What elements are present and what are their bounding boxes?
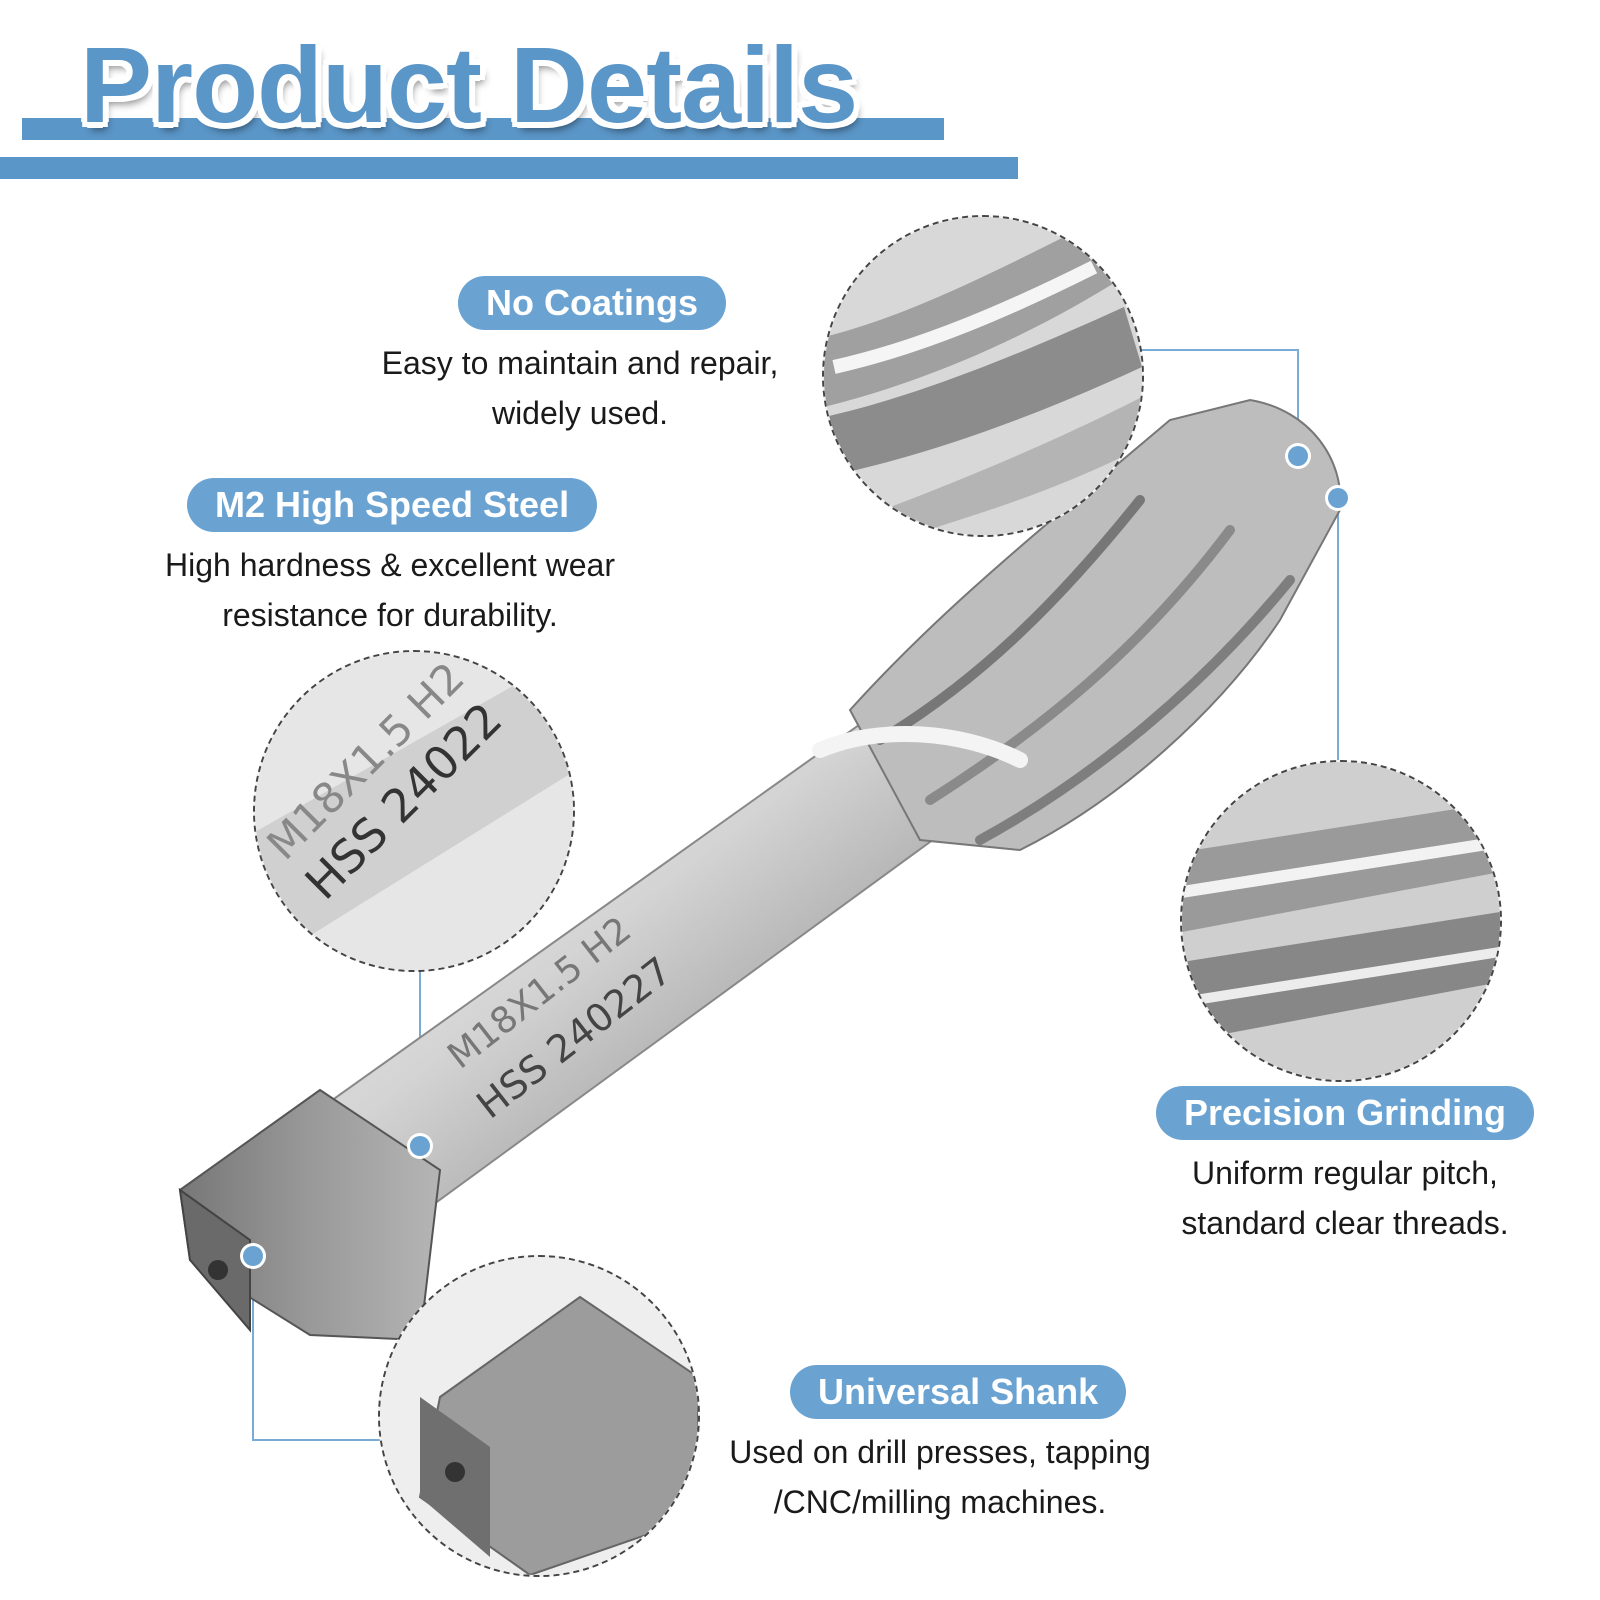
desc-line: resistance for durability. bbox=[222, 597, 558, 633]
spiral-tap-image: M18X1.5 H2 HSS 240227 bbox=[178, 398, 1342, 1342]
desc-line: Easy to maintain and repair, bbox=[381, 345, 779, 381]
desc-precision-grinding: Uniform regular pitch, standard clear th… bbox=[1110, 1148, 1580, 1248]
callout-dot-steel bbox=[410, 1136, 430, 1156]
zoom-markings: M18X1.5 H2 HSS 24022 bbox=[253, 650, 575, 972]
callout-dot-shank bbox=[243, 1246, 263, 1266]
desc-no-coatings: Easy to maintain and repair, widely used… bbox=[340, 338, 820, 438]
desc-line: widely used. bbox=[491, 395, 669, 431]
zoom-threads bbox=[1180, 760, 1502, 1082]
desc-universal-shank: Used on drill presses, tapping /CNC/mill… bbox=[690, 1427, 1190, 1527]
desc-line: Used on drill presses, tapping bbox=[729, 1434, 1151, 1470]
desc-line: /CNC/milling machines. bbox=[773, 1484, 1107, 1520]
desc-line: Uniform regular pitch, bbox=[1192, 1155, 1498, 1191]
zoom-flutes-top bbox=[822, 215, 1144, 537]
page-title: Product Details bbox=[80, 24, 858, 145]
badge-universal-shank: Universal Shank bbox=[790, 1365, 1127, 1419]
desc-line: standard clear threads. bbox=[1181, 1205, 1509, 1241]
badge-m2-high-speed-steel: M2 High Speed Steel bbox=[187, 478, 598, 532]
callout-dot-grinding bbox=[1328, 488, 1348, 508]
desc-m2-high-speed-steel: High hardness & excellent wear resistanc… bbox=[120, 540, 660, 640]
badge-precision-grinding: Precision Grinding bbox=[1156, 1086, 1535, 1140]
desc-line: High hardness & excellent wear bbox=[164, 547, 615, 583]
zoom-shank bbox=[378, 1255, 700, 1577]
header-underline-bottom bbox=[0, 157, 1018, 179]
badge-no-coatings: No Coatings bbox=[458, 276, 726, 330]
connector-shank bbox=[252, 1255, 380, 1441]
callout-dot-coatings bbox=[1288, 446, 1308, 466]
